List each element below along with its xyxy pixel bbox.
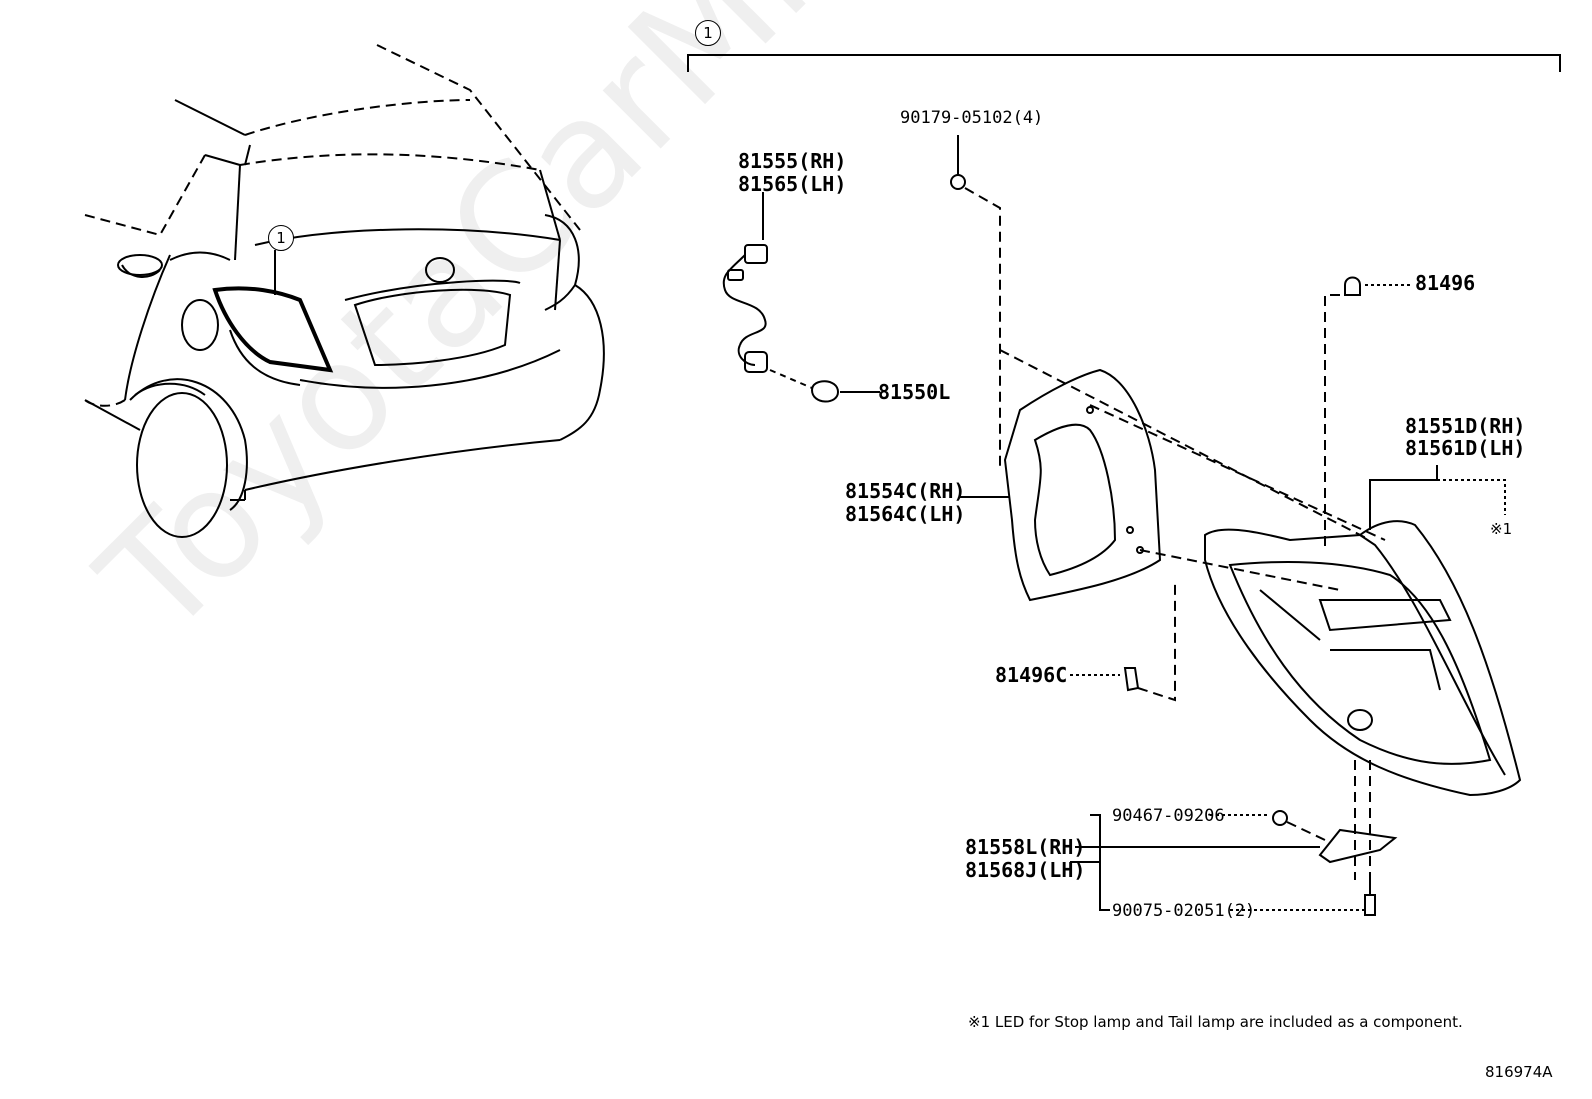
label-clip-bottom: 81496C [995, 663, 1068, 687]
label-lamp-rh: 81551D(RH) [1405, 414, 1526, 438]
label-socket-lh: 81565(LH) [738, 172, 847, 196]
label-socket-rh: 81555(RH) [738, 149, 847, 173]
label-note-ref: ※1 [1490, 520, 1513, 538]
car-illustration [84, 44, 605, 538]
gasket [1003, 368, 1162, 602]
label-gasket-lh: 81564C(LH) [845, 502, 966, 526]
label-bulb: 81550L [878, 380, 951, 404]
diagram-id: 816974A [1485, 1063, 1553, 1081]
label-bolt: 90075-02051(2) [1112, 901, 1256, 921]
label-screw-top: 90179-05102(4) [900, 108, 1044, 128]
callout-1-car: 1 [268, 225, 294, 251]
label-bracket-rh: 81558L(RH) [965, 835, 1086, 859]
label-bracket-screw: 90467-09206 [1112, 806, 1225, 826]
callout-1-top: 1 [695, 20, 721, 46]
label-bracket-lh: 81568J(LH) [965, 858, 1086, 882]
label-clip-top: 81496 [1415, 271, 1476, 295]
socket-wire [722, 192, 768, 373]
footnote: ※1 LED for Stop lamp and Tail lamp are i… [968, 1013, 1463, 1031]
tail-lamp [1204, 520, 1522, 797]
label-lamp-lh: 81561D(LH) [1405, 436, 1526, 460]
label-gasket-rh: 81554C(RH) [845, 479, 966, 503]
